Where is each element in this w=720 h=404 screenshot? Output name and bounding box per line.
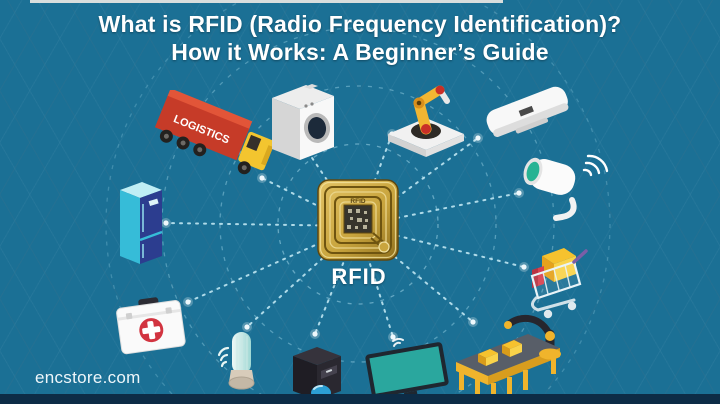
connector-line [314, 225, 359, 335]
rfid-chip-icon: RFID [317, 179, 399, 261]
washing-machine-icon [272, 84, 334, 160]
watermark: encstore.com [35, 368, 141, 387]
chip-inner-text: RFID [350, 198, 365, 205]
robotic-arm-icon [388, 85, 464, 157]
shopping-cart-icon [530, 248, 588, 319]
conveyor-belt-icon [456, 314, 561, 402]
logistics-truck-icon: LOGISTICS [154, 90, 275, 175]
dashed-circle [219, 85, 497, 363]
dashed-circle [105, 0, 611, 404]
top-sliver [30, 0, 503, 3]
title-line-1: What is RFID (Radio Frequency Identifica… [98, 11, 622, 37]
dashed-circle [161, 27, 555, 404]
page-title: What is RFID (Radio Frequency Identifica… [0, 10, 720, 66]
rfid-label: RFID [331, 264, 387, 289]
title-line-2: How it Works: A Beginner’s Guide [171, 39, 549, 65]
air-conditioner-icon [486, 86, 569, 138]
smart-tv-icon [365, 338, 449, 403]
connector-line [357, 192, 520, 227]
refrigerator-icon [120, 182, 163, 264]
smart-bulb-icon [217, 332, 255, 390]
first-aid-kit-icon [116, 297, 186, 355]
bottom-bar [0, 394, 720, 404]
dashed-circle [277, 143, 439, 305]
security-camera-icon [523, 154, 609, 221]
connector-line [357, 225, 394, 338]
